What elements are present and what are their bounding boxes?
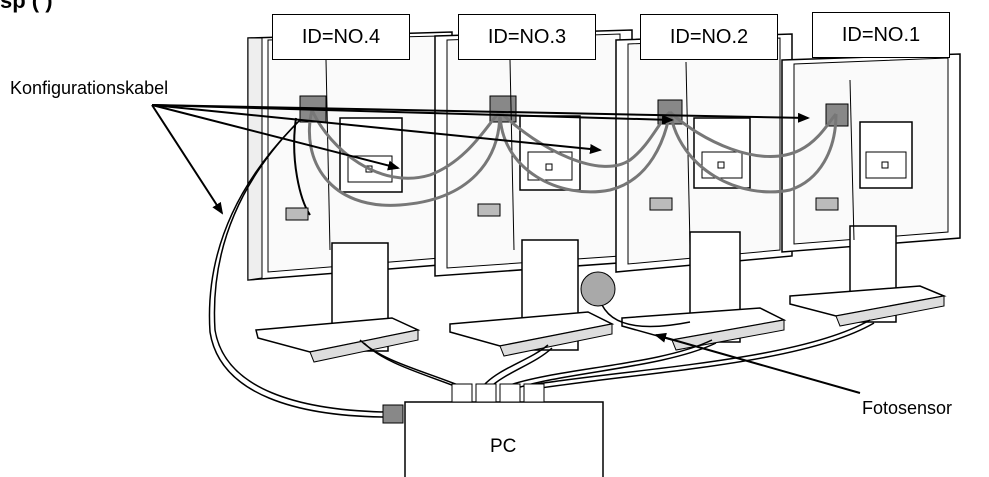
header-text: sp ( ): [0, 0, 53, 14]
config-cable-label: Konfigurationskabel: [10, 78, 168, 99]
monitor-1: [782, 54, 960, 326]
pc-label: PC: [490, 436, 516, 458]
monitor-3-id-label: ID=NO.3: [458, 14, 596, 60]
monitor-4-id-label: ID=NO.4: [272, 14, 410, 60]
photo-sensor-label: Fotosensor: [862, 398, 952, 419]
monitor-2-id-label: ID=NO.2: [640, 14, 778, 60]
sensor-callout-arrow: [656, 335, 860, 393]
monitor-1-id-label: ID=NO.1: [812, 12, 950, 58]
pc-box: [383, 384, 603, 477]
